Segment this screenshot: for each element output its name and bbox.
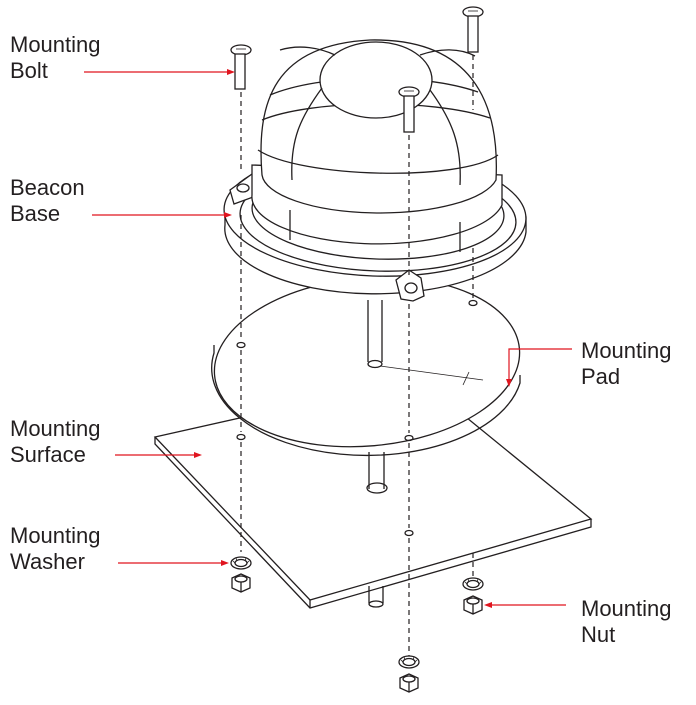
label-mounting-surface-line2: Surface	[10, 442, 86, 467]
label-mounting-pad: Mounting Pad	[581, 338, 672, 389]
center-conduit-mid	[368, 452, 385, 489]
label-mounting-bolt-line2: Bolt	[10, 58, 48, 83]
mounting-pad-disc	[211, 276, 521, 457]
bolt-alignment-lines	[240, 55, 474, 656]
leader-beacon-base	[92, 212, 232, 218]
mounting-bolt-right	[462, 6, 484, 53]
center-conduit-upper	[367, 300, 383, 362]
label-mounting-bolt-line1: Mounting	[10, 32, 101, 57]
label-mounting-bolt: Mounting Bolt	[10, 32, 101, 83]
leader-mounting-washer	[118, 560, 229, 566]
label-beacon-base-line1: Beacon	[10, 175, 85, 200]
mounting-washer-center	[398, 655, 420, 669]
label-mounting-nut: Mounting Nut	[581, 596, 672, 647]
mounting-washer-right	[462, 577, 484, 591]
leader-mounting-nut	[484, 602, 566, 608]
label-mounting-nut-line1: Mounting	[581, 596, 672, 621]
mounting-bolt-center	[398, 86, 420, 133]
mounting-washer-left	[230, 556, 252, 570]
mounting-nut-center	[399, 673, 419, 693]
center-conduit-lower	[368, 586, 384, 608]
leader-mounting-pad	[506, 348, 572, 387]
mounting-bolt-left	[230, 44, 252, 90]
label-mounting-nut-line2: Nut	[581, 622, 615, 647]
label-mounting-surface: Mounting Surface	[10, 416, 101, 467]
mounting-nut-left	[231, 573, 251, 593]
label-mounting-washer: Mounting Washer	[10, 523, 101, 574]
label-beacon-base: Beacon Base	[10, 175, 85, 226]
leader-mounting-surface	[115, 452, 202, 458]
label-beacon-base-line2: Base	[10, 201, 60, 226]
label-mounting-surface-line1: Mounting	[10, 416, 101, 441]
label-mounting-pad-line1: Mounting	[581, 338, 672, 363]
leader-mounting-bolt	[84, 69, 235, 75]
label-mounting-washer-line2: Washer	[10, 549, 85, 574]
beacon-dome	[251, 39, 503, 252]
label-mounting-washer-line1: Mounting	[10, 523, 101, 548]
mounting-nut-right	[463, 595, 483, 615]
label-mounting-pad-line2: Pad	[581, 364, 620, 389]
